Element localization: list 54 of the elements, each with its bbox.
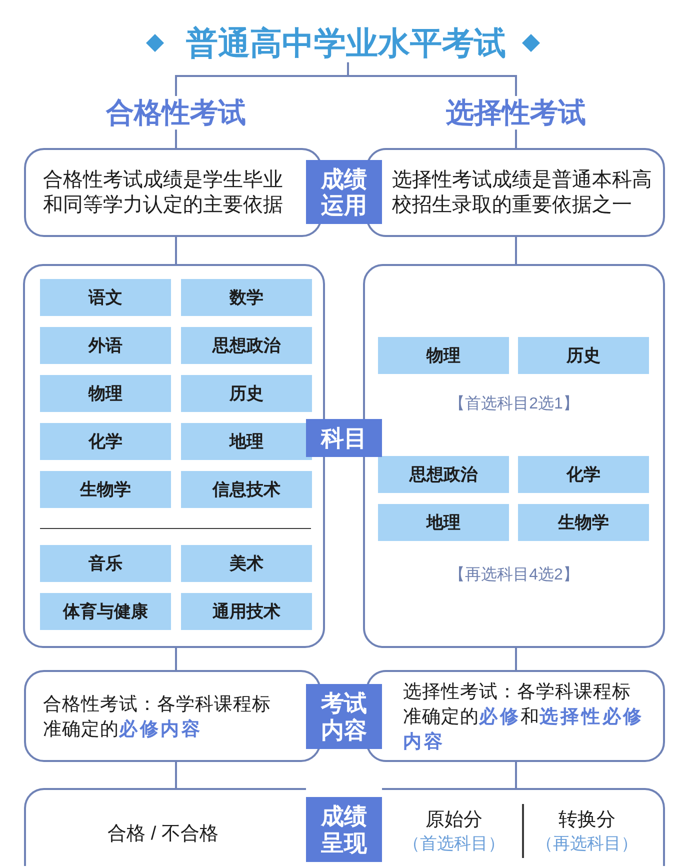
main-title: 普通高中学业水平考试 <box>186 24 506 62</box>
connector-line <box>175 237 177 264</box>
subject-tile: 外语 <box>40 327 171 364</box>
description-text: 选择性考试成绩是普通本科高校招生录取的重要依据之一 <box>392 168 653 218</box>
subject-tile: 体育与健康 <box>40 593 171 630</box>
subject-tile: 思想政治 <box>378 456 509 493</box>
section-heading: 合格性考试 <box>106 96 246 130</box>
subject-note: （再选科目） <box>536 832 638 855</box>
connector-line <box>515 130 517 148</box>
subject-tile: 历史 <box>518 337 649 374</box>
subject-tile: 生物学 <box>40 471 171 508</box>
subject-tile: 音乐 <box>40 545 171 582</box>
connector-line <box>515 762 517 788</box>
subject-tile: 地理 <box>181 423 312 460</box>
subject-tile: 物理 <box>40 375 171 412</box>
connector-line <box>175 762 177 788</box>
connector-line <box>515 237 517 264</box>
description-text: 合格性考试成绩是学生毕业和同等学力认定的主要依据 <box>43 168 284 218</box>
category-tag: 成绩运用 <box>306 160 382 224</box>
subject-tile: 历史 <box>181 375 312 412</box>
subject-tile: 化学 <box>518 456 649 493</box>
subject-tile: 美术 <box>181 545 312 582</box>
rounded-box <box>24 148 322 237</box>
rounded-box <box>24 670 321 762</box>
rounded-box <box>366 670 665 762</box>
category-tag: 成绩呈现 <box>306 797 382 862</box>
subject-tile: 通用技术 <box>181 593 312 630</box>
subject-panel <box>363 264 665 648</box>
section-heading: 选择性考试 <box>446 96 586 130</box>
score-type-text: 转换分 <box>558 808 616 833</box>
rounded-box <box>366 148 665 237</box>
subject-tile: 地理 <box>378 504 509 541</box>
connector-line <box>175 648 177 670</box>
result-text: 合格 / 不合格 <box>108 822 218 847</box>
selection-note: 【首选科目2选1】 <box>449 394 579 415</box>
subject-note: （首选科目） <box>403 832 505 855</box>
subject-tile: 语文 <box>40 279 171 316</box>
rounded-box <box>24 788 306 866</box>
connector-line <box>347 62 517 96</box>
subject-tile: 数学 <box>181 279 312 316</box>
subject-tile: 信息技术 <box>181 471 312 508</box>
description-text: 选择性考试：各学科课程标准确定的必修和选择性必修内容 <box>403 680 645 754</box>
selection-note: 【再选科目4选2】 <box>449 566 579 586</box>
subject-tile: 物理 <box>378 337 509 374</box>
connector-line <box>175 130 177 148</box>
connector-line <box>515 648 517 670</box>
category-tag: 科目 <box>306 419 382 457</box>
score-type-text: 原始分 <box>426 808 482 833</box>
description-text: 合格性考试：各学科课程标准确定的必修内容 <box>43 692 272 741</box>
subject-tile: 生物学 <box>518 504 649 541</box>
subject-tile: 化学 <box>40 423 171 460</box>
subject-tile: 思想政治 <box>181 327 312 364</box>
rounded-box <box>382 788 665 866</box>
category-tag: 考试内容 <box>306 684 382 749</box>
